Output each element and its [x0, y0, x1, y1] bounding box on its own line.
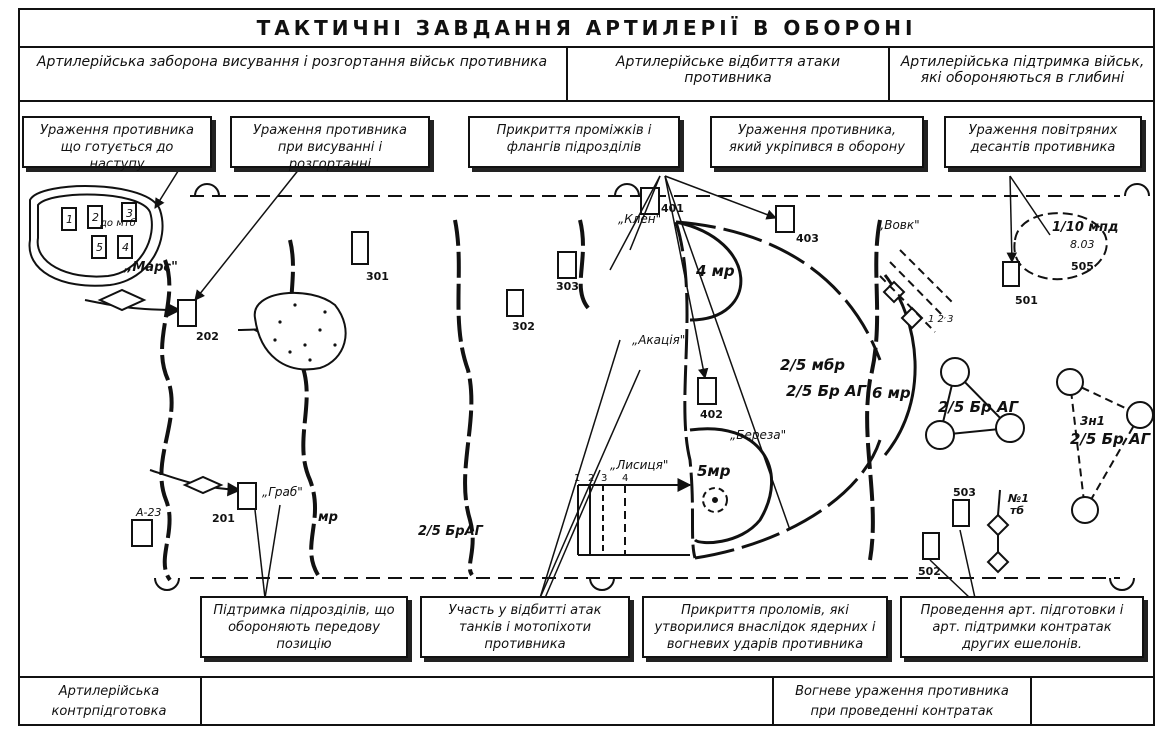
task-box-enemy-preparing: Ураження противника що готується до наст…	[22, 116, 212, 172]
task-box-enemy-advancing: Ураження противника при висуванні і розг…	[230, 116, 430, 172]
footer-empty-cell	[202, 678, 774, 726]
target-circle	[702, 487, 728, 513]
svg-text:2: 2	[588, 473, 594, 484]
position-numbers: 202 201 301 302 303 401 402 403 501 502 …	[196, 202, 1094, 578]
label-6mr: 6 мр	[872, 384, 911, 402]
label-lysytsia: „Лисиця"	[610, 458, 669, 472]
label-123: 1 2 3	[928, 314, 954, 325]
svg-text:3: 3	[601, 473, 607, 484]
task-box-cover-gaps: Прикриття проміжків і флангів підрозділі…	[468, 116, 680, 168]
svg-text:505: 505	[1071, 260, 1094, 273]
svg-text:502: 502	[918, 565, 941, 578]
svg-text:201: 201	[212, 512, 235, 525]
svg-text:303: 303	[556, 280, 579, 293]
label-bereza: „Береза"	[730, 428, 787, 442]
svg-text:501: 501	[1015, 294, 1038, 307]
svg-text:5: 5	[96, 241, 103, 254]
label-2-5-brag-left: 2/5 БрАГ	[418, 524, 483, 539]
leader-lines	[154, 167, 1051, 599]
svg-text:2: 2	[92, 211, 99, 224]
svg-text:202: 202	[196, 330, 219, 343]
footer-counterattack-fire: Вогневе ураження противника при проведен…	[774, 678, 1032, 726]
task-box-repel-attacks: Участь у відбитті атак танків і мотопіхо…	[420, 596, 630, 658]
label-mr-left: мр	[318, 510, 338, 525]
svg-text:403: 403	[796, 232, 819, 245]
task-box-counterattack-support: Проведення арт. підготовки і арт. підтри…	[900, 596, 1144, 658]
svg-text:1: 1	[66, 213, 73, 226]
boundary-notches	[154, 183, 1150, 591]
svg-text:3: 3	[126, 207, 133, 220]
label-5mr: 5мр	[697, 462, 731, 480]
diagram-title: ТАКТИЧНІ ЗАВДАННЯ АРТИЛЕРІЇ В ОБОРОНІ	[18, 8, 1155, 48]
label-air-unit: 1/10 мпд	[1052, 220, 1119, 235]
label-grab: „Граб"	[262, 485, 303, 499]
air-landing-area	[1013, 212, 1108, 281]
strike-zone	[253, 292, 347, 371]
label-2-5-brag-zn: 2/5 Бр АГ	[1070, 430, 1151, 448]
label-do-mtb: до мтб	[100, 218, 136, 229]
label-zn1: 3н1	[1080, 414, 1105, 428]
label-a23: А-23	[136, 506, 162, 519]
task-box-support-forward: Підтримка підрозділів, що обороняють пер…	[200, 596, 408, 658]
svg-text:402: 402	[700, 408, 723, 421]
label-2-5-mbr: 2/5 мбр	[780, 356, 846, 374]
label-akatsiya: „Акація"	[632, 333, 686, 347]
header-divider	[18, 100, 1155, 102]
svg-text:4: 4	[622, 473, 628, 484]
front-lines	[159, 219, 882, 582]
svg-text:1: 1	[574, 473, 580, 484]
diagram-frame	[18, 8, 1155, 726]
label-2-5-brag-right: 2/5 Бр АГ	[938, 398, 1019, 416]
label-mars: „Марс"	[124, 260, 178, 275]
label-2-5-brag-center: 2/5 Бр АГ	[786, 382, 867, 400]
svg-text:301: 301	[366, 270, 389, 283]
battery-triangle	[925, 357, 1025, 450]
label-n1: №1	[1008, 492, 1029, 505]
header-support-depth: Артилерійська підтримка військ, які обор…	[900, 54, 1145, 86]
phase-line-numbers: 1 2 3 4	[574, 473, 628, 484]
enemy-assembly-area	[28, 185, 164, 287]
svg-text:302: 302	[512, 320, 535, 333]
svg-text:4: 4	[122, 241, 129, 254]
label-air-time: 8.03	[1070, 238, 1095, 251]
column-route	[879, 249, 956, 333]
label-4mr: 4 мр	[696, 262, 735, 280]
svg-text:503: 503	[953, 486, 976, 499]
footer-row: Артилерійська контрпідготовка Вогневе ур…	[18, 676, 1155, 726]
footer-counter-preparation: Артилерійська контрпідготовка	[18, 678, 202, 726]
battery-dashed-triangle	[1068, 380, 1142, 514]
enemy-unit-numbers: 1 2 3 5 4	[66, 207, 133, 254]
task-box-fortified-enemy: Ураження противника, який укріпився в об…	[710, 116, 924, 168]
task-box-air-landing: Ураження повітряних десантів противника	[944, 116, 1142, 168]
header-prohibition: Артилерійська заборона висування і розго…	[18, 48, 568, 100]
label-mtb: тб	[1010, 504, 1025, 517]
artillery-positions	[131, 187, 1020, 560]
label-klen: „Клен"	[618, 212, 662, 226]
phase-lines	[577, 478, 692, 556]
header-repulse: Артилерійське відбиття атаки противника	[568, 48, 890, 100]
task-box-cover-breaches: Прикриття проломів, які утворилися внасл…	[642, 596, 888, 658]
battery-dashed-circles	[1056, 368, 1154, 524]
label-vovk: „Вовк"	[878, 218, 920, 232]
